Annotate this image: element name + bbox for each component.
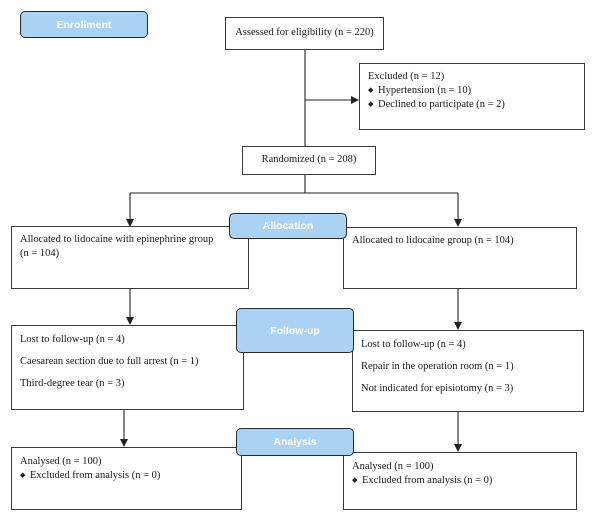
stage-allocation-label: Allocation (262, 220, 314, 232)
followup-left-reason1: Caesarean section due to full arrest (n … (20, 356, 199, 368)
analysis-right-excluded: ◆ Excluded from analysis (n = 0) (352, 474, 568, 488)
stage-analysis: Analysis (236, 428, 354, 456)
excluded-box: Excluded (n = 12) ◆ Hypertension (n = 10)… (359, 63, 585, 130)
allocation-right-text: Allocated to lidocaine group (n = 104) (352, 235, 514, 246)
followup-left-box: Lost to follow-up (n = 4) Caesarean sect… (11, 325, 244, 410)
allocation-left-line1: Allocated to lidocaine with epinephrine … (20, 234, 214, 245)
stage-allocation: Allocation (229, 213, 347, 239)
followup-right-reason1: Repair in the operation room (n = 1) (361, 361, 514, 373)
randomized-box: Randomized (n = 208) (242, 146, 376, 175)
excluded-item: ◆ Hypertension (n = 10) (368, 84, 576, 98)
bullet-icon: ◆ (368, 100, 374, 109)
stage-followup-label: Follow-up (270, 324, 320, 337)
assessed-box: Assessed for eligibility (n = 220) (225, 17, 384, 50)
excluded-item: ◆ Declined to participate (n = 2) (368, 98, 576, 112)
assessed-text: Assessed for eligibility (n = 220) (235, 27, 374, 39)
analysis-left-excluded-label: Excluded from analysis (n = 0) (30, 470, 161, 482)
followup-left-lost: Lost to follow-up (n = 4) (20, 334, 125, 345)
excluded-item-label: Declined to participate (n = 2) (378, 99, 505, 111)
analysis-right-excluded-label: Excluded from analysis (n = 0) (362, 475, 493, 487)
bullet-icon: ◆ (352, 476, 358, 485)
bullet-icon: ◆ (368, 86, 374, 95)
stage-analysis-label: Analysis (273, 436, 317, 448)
randomized-text: Randomized (n = 208) (261, 154, 357, 166)
excluded-title: Excluded (n = 12) (368, 71, 445, 82)
allocation-left-line2: (n = 104) (20, 248, 60, 260)
followup-left-reason2: Third-degree tear (n = 3) (20, 378, 125, 390)
analysis-left-excluded: ◆ Excluded from analysis (n = 0) (20, 469, 233, 483)
analysis-right-box: Analysed (n = 100) ◆ Excluded from analys… (343, 452, 577, 510)
stage-enrollment: Enrollment (20, 11, 148, 38)
followup-right-lost: Lost to follow-up (n = 4) (361, 339, 466, 350)
analysis-left-box: Analysed (n = 100) ◆ Excluded from analys… (11, 447, 242, 510)
followup-right-box: Lost to follow-up (n = 4) Repair in the … (352, 330, 584, 412)
analysis-right-analysed: Analysed (n = 100) (352, 461, 434, 472)
analysis-left-analysed: Analysed (n = 100) (20, 456, 102, 467)
excluded-item-label: Hypertension (n = 10) (378, 85, 472, 97)
stage-enrollment-label: Enrollment (56, 18, 112, 31)
allocation-left-box: Allocated to lidocaine with epinephrine … (11, 226, 249, 289)
allocation-right-box: Allocated to lidocaine group (n = 104) (343, 227, 577, 289)
stage-followup: Follow-up (236, 308, 354, 353)
followup-right-reason2: Not indicated for episiotomy (n = 3) (361, 383, 514, 395)
bullet-icon: ◆ (20, 471, 26, 480)
